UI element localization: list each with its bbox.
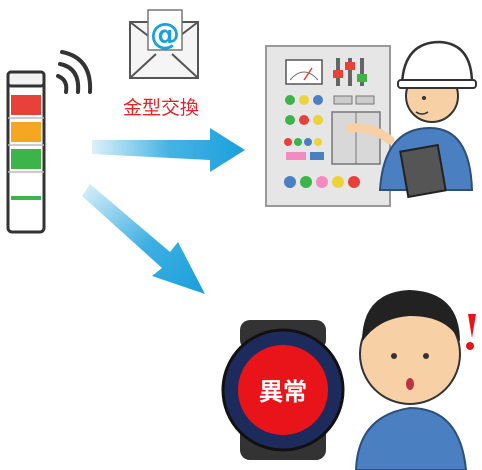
- watch-alert-text: 異常: [259, 378, 307, 406]
- arrow-icon: [82, 184, 205, 294]
- worker-icon: [354, 290, 468, 470]
- control-panel-icon: [265, 45, 391, 207]
- signal-tower-icon: [6, 70, 46, 234]
- exclamation-icon: [466, 314, 476, 350]
- technician-icon: [345, 40, 477, 199]
- smartwatch-icon: 異常: [221, 320, 345, 460]
- arrow-icon: [92, 128, 245, 172]
- email-envelope-icon: @: [129, 9, 199, 79]
- notification-caption: 金型交換: [123, 97, 199, 119]
- email-at-symbol: @: [150, 17, 180, 52]
- wireless-signal-icon: [56, 50, 93, 94]
